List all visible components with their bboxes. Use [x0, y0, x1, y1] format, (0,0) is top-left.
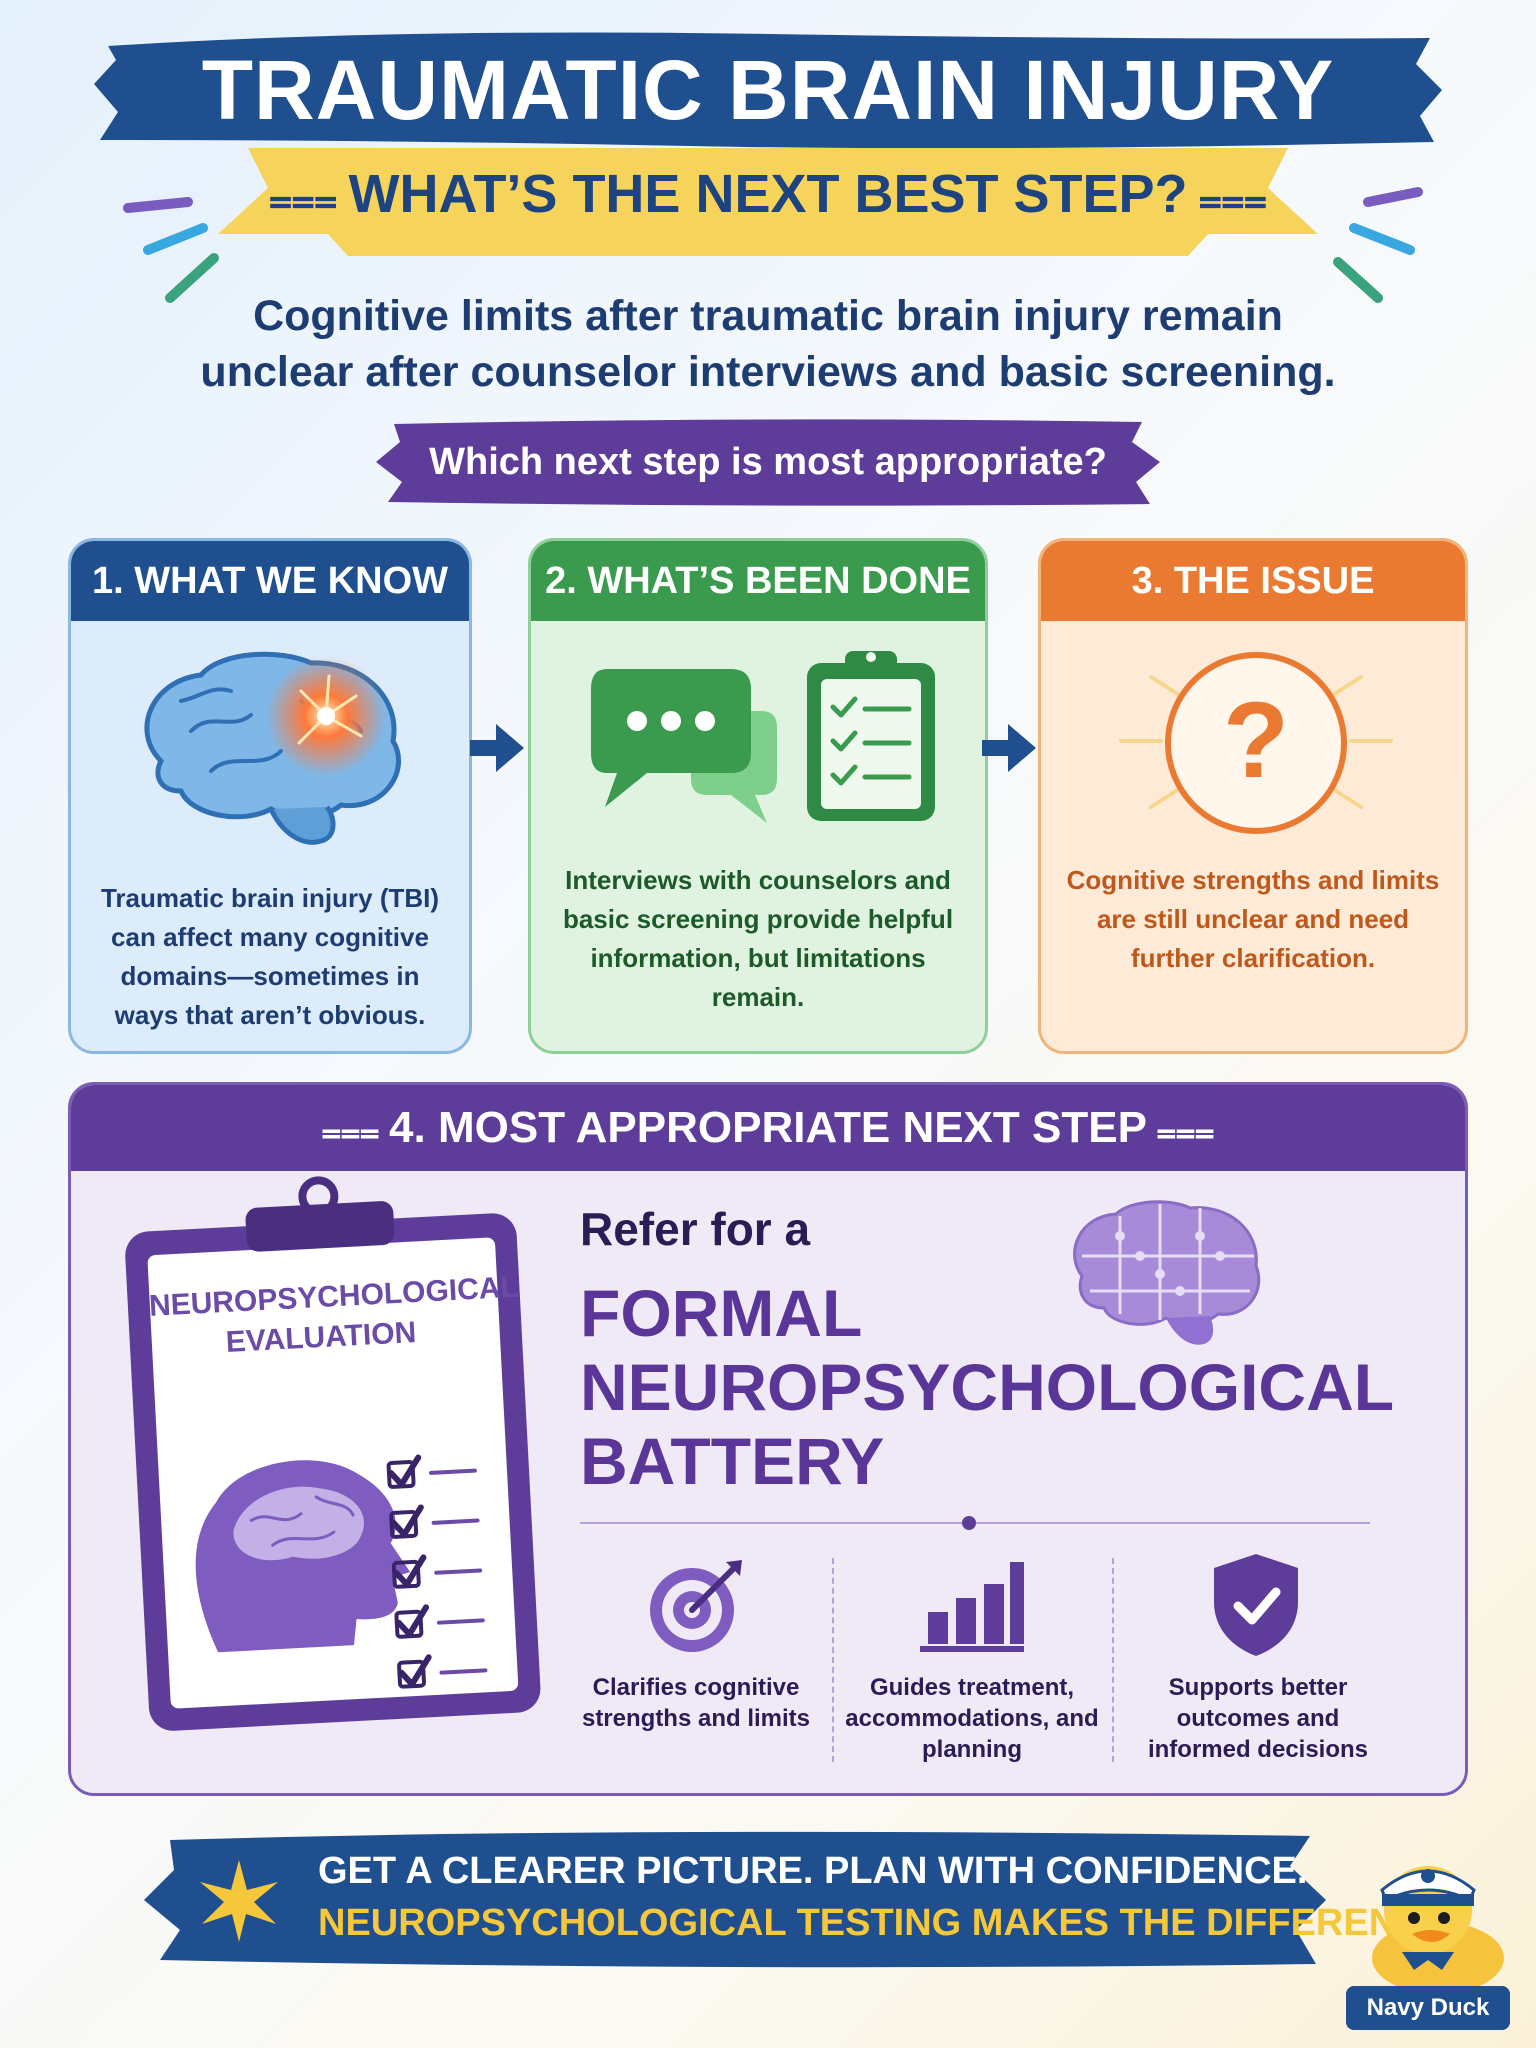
divider-dot [962, 1516, 976, 1530]
star-burst-icon [200, 1860, 278, 1942]
subtitle-ribbon [218, 148, 1318, 256]
shield-check-icon [1214, 1554, 1298, 1656]
benefit-separator [1112, 1558, 1114, 1762]
clipboard-evaluation-icon [125, 1176, 541, 1731]
title-brush-background [94, 32, 1442, 149]
card-whats-been-done: 2. WHAT’S BEEN DONE Interviews with coun… [528, 538, 988, 1054]
card-heading: 1. WHAT WE KNOW [71, 541, 469, 621]
footer-tagline-2: NEUROPSYCHOLOGICAL TESTING MAKES THE DIF… [318, 1902, 1460, 1944]
target-icon [650, 1560, 742, 1652]
brain-injury-icon [144, 651, 401, 845]
card-text: Interviews with counselors and basic scr… [562, 865, 954, 1012]
mascot-label: Navy Duck [1346, 1986, 1510, 2030]
card-heading: 3. THE ISSUE [1041, 541, 1465, 621]
footer-brush-background [144, 1831, 1326, 1968]
heading-spark-left-icon: ⩶ [321, 1112, 390, 1150]
sailor-duck-icon [1372, 1866, 1504, 1994]
card-text: Traumatic brain injury (TBI) can affect … [100, 883, 440, 1030]
card-text: Cognitive strengths and limits are still… [1066, 865, 1440, 973]
chat-bubbles-icon [591, 669, 777, 823]
clipboard-checklist-icon [807, 651, 935, 821]
card-heading: 2. WHAT’S BEEN DONE [531, 541, 985, 621]
bar-chart-icon [920, 1562, 1024, 1652]
benefit-text: Guides treatment, accommodations, and pl… [845, 1674, 1099, 1763]
arrow-right-icon [470, 724, 524, 772]
arrow-right-icon [982, 724, 1036, 772]
footer-tagline-1: GET A CLEARER PICTURE. PLAN WITH CONFIDE… [318, 1850, 1308, 1892]
card-the-issue: 3. THE ISSUE ? Cognitive strengths and l… [1038, 538, 1468, 1054]
subtitle-dash-right-icon: ⩶ [1187, 177, 1268, 221]
left-accent-strokes-icon [123, 197, 219, 303]
puzzle-brain-icon [1073, 1200, 1261, 1345]
intro-text: Cognitive limits after traumatic brain i… [200, 292, 1336, 396]
right-accent-strokes-icon [1333, 187, 1423, 303]
benefit-text: Clarifies cognitive strengths and limits [581, 1674, 811, 1732]
step4-heading: ⩶ 4. MOST APPROPRIATE NEXT STEP ⩶ [71, 1085, 1465, 1171]
refer-prefix: Refer for a [580, 1203, 811, 1255]
question-banner: Which next step is most appropriate? [429, 441, 1107, 483]
card-what-we-know: 1. WHAT WE KNOW Traumatic brain injury (… [68, 538, 472, 1054]
refer-main-text: FORMAL NEUROPSYCHOLOGICAL BATTERY [580, 1276, 1393, 1498]
page-subtitle: ⩶ WHAT’S THE NEXT BEST STEP? ⩶ [268, 164, 1268, 224]
svg-text:?: ? [1223, 679, 1289, 800]
heading-spark-right-icon: ⩶ [1146, 1112, 1215, 1150]
question-mark-icon: ? [1119, 652, 1393, 834]
benefit-separator [832, 1558, 834, 1762]
subtitle-dash-left-icon: ⩶ [268, 177, 349, 221]
benefit-text: Supports better outcomes and informed de… [1147, 1674, 1369, 1763]
page-title: TRAUMATIC BRAIN INJURY [201, 43, 1335, 137]
question-brush-background [376, 419, 1160, 506]
